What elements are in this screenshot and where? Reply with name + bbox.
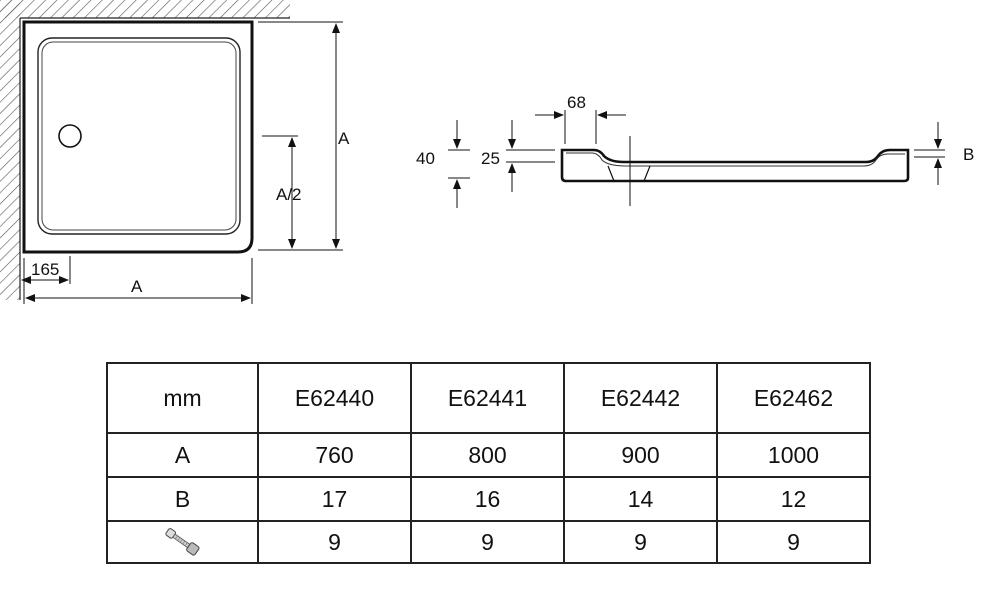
row-label-icon-cell — [106, 520, 259, 564]
table-header-cell: mm — [106, 362, 259, 434]
dim-a-half-label: A/2 — [276, 185, 302, 204]
dim-a-horizontal: A — [23, 258, 253, 304]
dim-165-label: 165 — [31, 260, 59, 279]
table-cell: 14 — [563, 476, 718, 522]
spec-table: mm E62440 E62441 E62442 E62462 A 760 800… — [106, 362, 871, 564]
table-header-cell: E62440 — [257, 362, 412, 434]
tray-outline — [22, 20, 254, 254]
dim-b-label: B — [963, 145, 974, 164]
dim-a-horizontal-label: A — [131, 277, 143, 296]
table-cell: 9 — [257, 520, 412, 564]
feet-screw-icon — [164, 528, 200, 556]
row-label: B — [106, 476, 259, 522]
table-cell: 16 — [410, 476, 565, 522]
table-cell: 900 — [563, 432, 718, 478]
dim-a-vertical-label: A — [338, 129, 350, 148]
table-header-row: mm E62440 E62441 E62442 E62462 — [106, 362, 871, 434]
dim-a-vertical: A — [258, 21, 350, 251]
table-row: 9 9 9 9 — [106, 520, 871, 564]
table-cell: 9 — [410, 520, 565, 564]
dim-165: 165 — [21, 256, 71, 284]
dim-40: 40 — [416, 120, 470, 208]
drain-outlet — [58, 124, 82, 148]
dim-68: 68 — [535, 93, 626, 144]
tray-inner-rim — [41, 41, 237, 231]
row-label: A — [106, 432, 259, 478]
dim-b: B — [914, 122, 974, 185]
tray-section-inner — [566, 152, 905, 167]
table-header-cell: E62441 — [410, 362, 565, 434]
outlet-section — [607, 165, 651, 182]
table-header-cell: E62442 — [563, 362, 718, 434]
table-cell: 800 — [410, 432, 565, 478]
section-view: 68 40 25 B — [416, 93, 974, 208]
table-header-cell: E62462 — [716, 362, 871, 434]
dim-25: 25 — [481, 120, 555, 192]
dim-a-half: A/2 — [262, 135, 302, 249]
table-cell: 760 — [257, 432, 412, 478]
table-cell: 17 — [257, 476, 412, 522]
dim-25-label: 25 — [481, 149, 500, 168]
technical-drawing: A A/2 165 A — [0, 0, 974, 304]
table-row: A 760 800 900 1000 — [106, 432, 871, 478]
wall-hatching — [0, 0, 290, 300]
table-row: B 17 16 14 12 — [106, 476, 871, 522]
table-cell: 9 — [563, 520, 718, 564]
table-cell: 12 — [716, 476, 871, 522]
dim-68-label: 68 — [567, 93, 586, 112]
table-cell: 9 — [716, 520, 871, 564]
dim-40-label: 40 — [416, 149, 435, 168]
plan-view: A A/2 165 A — [0, 0, 350, 304]
tray-inner-basin — [37, 37, 241, 235]
table-cell: 1000 — [716, 432, 871, 478]
